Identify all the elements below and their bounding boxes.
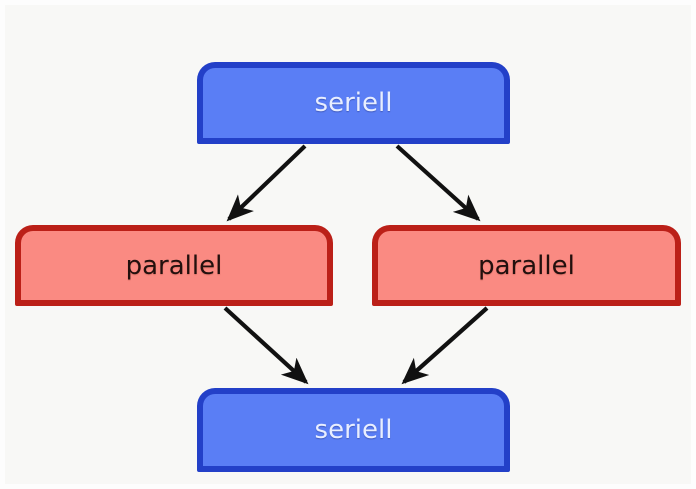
- node-label: seriell: [314, 415, 393, 445]
- node-label: seriell: [314, 88, 393, 118]
- node-label: parallel: [125, 250, 223, 281]
- node-label: parallel: [478, 250, 575, 281]
- edge-seriell-top-to-parallel-right: [395, 144, 481, 222]
- node-seriell-bottom[interactable]: seriell: [197, 388, 510, 472]
- node-parallel-left[interactable]: parallel: [15, 225, 333, 306]
- node-parallel-right[interactable]: parallel: [372, 225, 681, 306]
- edge-parallel-right-to-seriell-bottom: [401, 306, 489, 385]
- node-seriell-top[interactable]: seriell: [197, 62, 510, 144]
- edge-parallel-left-to-seriell-bottom: [223, 306, 309, 385]
- edge-seriell-top-to-parallel-left: [226, 144, 307, 222]
